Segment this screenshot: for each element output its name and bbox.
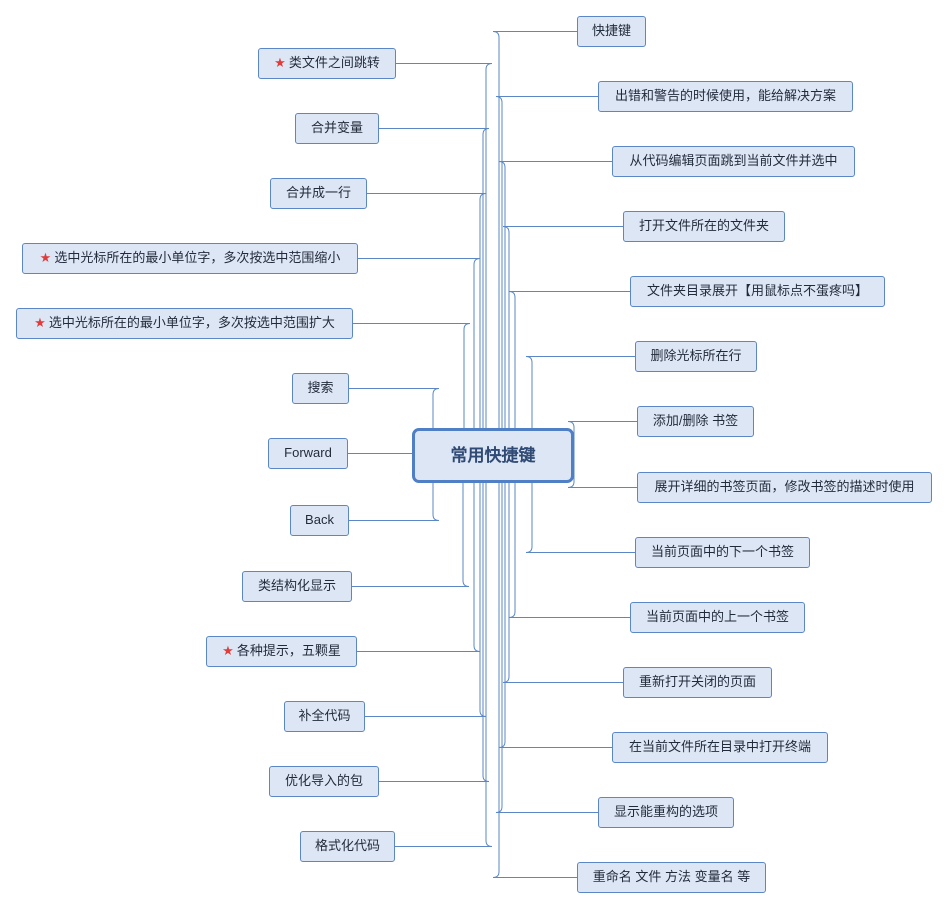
connector-line bbox=[502, 455, 623, 683]
left-topic-node[interactable]: ★选中光标所在的最小单位字，多次按选中范围扩大 bbox=[16, 308, 353, 339]
connector-line bbox=[502, 226, 623, 455]
right-topic-node[interactable]: 出错和警告的时候使用，能给解决方案 bbox=[598, 81, 853, 112]
topic-label: Back bbox=[305, 512, 334, 527]
topic-label: 类结构化显示 bbox=[257, 578, 336, 593]
left-topic-node[interactable]: ★类文件之间跳转 bbox=[258, 48, 396, 79]
connector-line bbox=[508, 291, 630, 455]
topic-label: 合并成一行 bbox=[285, 185, 351, 200]
connector-line bbox=[498, 455, 612, 748]
right-topic-node[interactable]: 展开详细的书签页面，修改书签的描述时使用 bbox=[637, 472, 932, 503]
connector-line bbox=[395, 455, 493, 847]
connector-line bbox=[367, 193, 487, 455]
topic-label: 显示能重构的选项 bbox=[613, 804, 718, 819]
left-topic-node[interactable]: Back bbox=[290, 505, 349, 536]
right-topic-node[interactable]: 重新打开关闭的页面 bbox=[623, 667, 772, 698]
connector-line bbox=[492, 455, 577, 878]
left-topic-node[interactable]: 类结构化显示 bbox=[242, 571, 352, 602]
right-topic-node[interactable]: 添加/删除 书签 bbox=[637, 406, 754, 437]
connector-line bbox=[379, 128, 490, 455]
topic-label: 补全代码 bbox=[298, 708, 351, 723]
topic-label: 当前页面中的上一个书签 bbox=[645, 609, 789, 624]
right-topic-node[interactable]: 快捷键 bbox=[577, 16, 646, 47]
connector-line bbox=[352, 455, 470, 587]
star-icon: ★ bbox=[39, 250, 52, 265]
left-topic-node[interactable]: 合并变量 bbox=[295, 113, 379, 144]
connector-line bbox=[498, 161, 612, 455]
right-topic-node[interactable]: 显示能重构的选项 bbox=[598, 797, 734, 828]
right-topic-node[interactable]: 在当前文件所在目录中打开终端 bbox=[612, 732, 828, 763]
topic-label: 重新打开关闭的页面 bbox=[638, 674, 756, 689]
topic-label: 选中光标所在的最小单位字，多次按选中范围扩大 bbox=[48, 315, 335, 330]
connector-line bbox=[365, 455, 487, 717]
topic-label: 重命名 文件 方法 变量名 等 bbox=[592, 869, 751, 884]
connector-line bbox=[492, 31, 577, 455]
right-topic-node[interactable]: 重命名 文件 方法 变量名 等 bbox=[577, 862, 766, 893]
topic-label: 搜索 bbox=[307, 380, 334, 395]
topic-label: Forward bbox=[284, 445, 332, 460]
connector-line bbox=[353, 323, 471, 455]
topic-label: 出错和警告的时候使用，能给解决方案 bbox=[614, 88, 836, 103]
left-topic-node[interactable]: 合并成一行 bbox=[270, 178, 367, 209]
connector-line bbox=[358, 258, 481, 455]
left-topic-node[interactable]: 优化导入的包 bbox=[269, 766, 379, 797]
connector-line bbox=[349, 455, 440, 521]
connector-line bbox=[396, 63, 493, 455]
topic-label: 类文件之间跳转 bbox=[288, 55, 380, 70]
topic-label: 各种提示，五颗星 bbox=[236, 643, 341, 658]
topic-label: 添加/删除 书签 bbox=[652, 413, 739, 428]
topic-label: 打开文件所在的文件夹 bbox=[638, 218, 769, 233]
connector-line bbox=[525, 356, 635, 455]
left-topic-node[interactable]: 格式化代码 bbox=[300, 831, 395, 862]
connector-line bbox=[495, 455, 598, 813]
topic-label: 合并变量 bbox=[310, 120, 363, 135]
right-topic-node[interactable]: 当前页面中的上一个书签 bbox=[630, 602, 805, 633]
right-topic-node[interactable]: 打开文件所在的文件夹 bbox=[623, 211, 785, 242]
topic-label: 展开详细的书签页面，修改书签的描述时使用 bbox=[654, 479, 915, 494]
left-topic-node[interactable]: ★选中光标所在的最小单位字，多次按选中范围缩小 bbox=[22, 243, 358, 274]
topic-label: 选中光标所在的最小单位字，多次按选中范围缩小 bbox=[54, 250, 341, 265]
right-topic-node[interactable]: 文件夹目录展开【用鼠标点不蛋疼吗】 bbox=[630, 276, 885, 307]
topic-label: 快捷键 bbox=[591, 23, 631, 38]
right-topic-node[interactable]: 从代码编辑页面跳到当前文件并选中 bbox=[612, 146, 855, 177]
central-topic[interactable]: 常用快捷键 bbox=[412, 428, 574, 483]
right-topic-node[interactable]: 当前页面中的下一个书签 bbox=[635, 537, 810, 568]
left-topic-node[interactable]: 补全代码 bbox=[284, 701, 365, 732]
star-icon: ★ bbox=[274, 55, 286, 70]
connector-line bbox=[495, 96, 598, 455]
left-topic-node[interactable]: 搜索 bbox=[292, 373, 349, 404]
topic-label: 在当前文件所在目录中打开终端 bbox=[628, 739, 811, 754]
topic-label: 优化导入的包 bbox=[284, 773, 363, 788]
topic-label: 删除光标所在行 bbox=[650, 348, 742, 363]
star-icon: ★ bbox=[34, 315, 46, 330]
connector-line bbox=[567, 421, 637, 455]
topic-label: 格式化代码 bbox=[314, 838, 380, 853]
connector-line bbox=[379, 455, 490, 782]
star-icon: ★ bbox=[222, 643, 234, 658]
connector-line bbox=[357, 455, 481, 652]
left-topic-node[interactable]: Forward bbox=[268, 438, 348, 469]
connector-line bbox=[349, 388, 440, 455]
topic-label: 文件夹目录展开【用鼠标点不蛋疼吗】 bbox=[646, 283, 868, 298]
right-topic-node[interactable]: 删除光标所在行 bbox=[635, 341, 757, 372]
connector-line bbox=[567, 455, 637, 488]
topic-label: 从代码编辑页面跳到当前文件并选中 bbox=[629, 153, 838, 168]
connector-line bbox=[525, 455, 635, 553]
topic-label: 当前页面中的下一个书签 bbox=[650, 544, 794, 559]
left-topic-node[interactable]: ★各种提示，五颗星 bbox=[206, 636, 357, 667]
